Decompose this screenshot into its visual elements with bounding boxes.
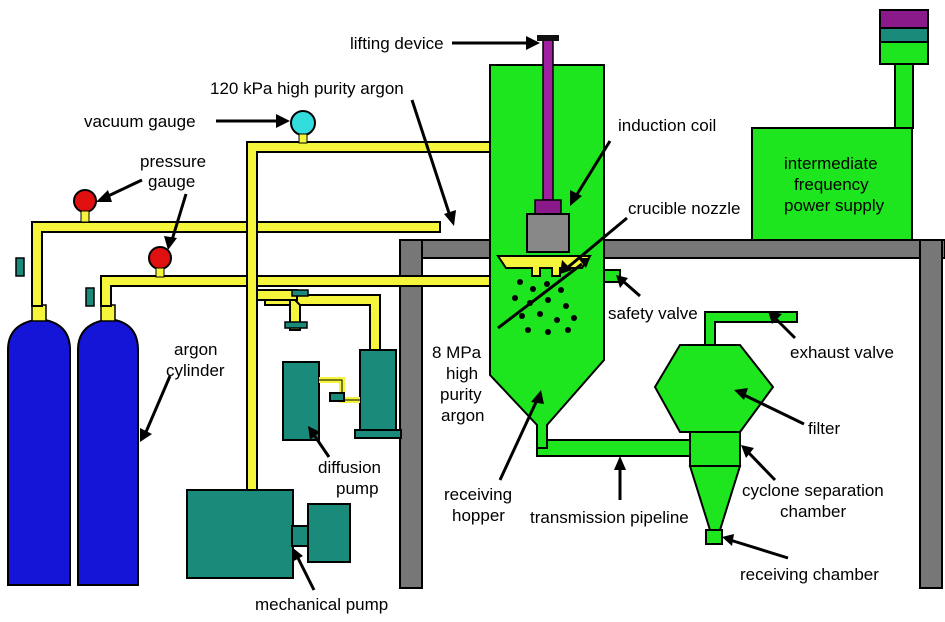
- cylinder-valves: [15, 257, 309, 329]
- label-argon-8mpa-line2: high: [446, 364, 478, 383]
- label-vacuum-gauge: vacuum gauge: [84, 112, 196, 131]
- argon-cylinder-right: [77, 304, 139, 586]
- label-receiving-hopper-line2: hopper: [452, 506, 505, 525]
- mechanical-pump: [186, 489, 351, 579]
- gauges: [73, 110, 316, 278]
- label-diffusion-pump-line1: diffusion: [318, 458, 381, 477]
- label-arrows: [105, 41, 805, 591]
- label-argon-8mpa-line1: 8 MPa: [432, 343, 482, 362]
- label-argon-120kpa: 120 kPa high purity argon: [210, 79, 404, 98]
- label-argon-cylinder-line1: argon: [174, 340, 217, 359]
- argon-cylinder-left: [7, 304, 71, 586]
- label-receiving-hopper-line1: receiving: [444, 485, 512, 504]
- label-diffusion-pump-line2: pump: [336, 479, 379, 498]
- label-cyclone-line1: cyclone separation: [742, 481, 884, 500]
- label-transmission-pipeline: transmission pipeline: [530, 508, 689, 527]
- label-filter: filter: [808, 419, 840, 438]
- label-pressure-gauge-line1: pressure: [140, 152, 206, 171]
- label-receiving-chamber: receiving chamber: [740, 565, 879, 584]
- atomization-chamber: [489, 35, 621, 449]
- label-power-supply-line2: frequency: [794, 175, 869, 194]
- arrow-heads: [96, 36, 782, 562]
- pressure-gauge-icon-lower: [148, 246, 172, 270]
- label-cyclone-line2: chamber: [780, 502, 846, 521]
- transmission-pipeline: [536, 439, 691, 457]
- label-crucible-nozzle: crucible nozzle: [628, 199, 740, 218]
- label-exhaust-valve: exhaust valve: [790, 343, 894, 362]
- label-induction-coil: induction coil: [618, 116, 716, 135]
- label-power-supply-line3: power supply: [784, 196, 885, 215]
- label-argon-cylinder-line2: cylinder: [166, 361, 225, 380]
- power-supply: [751, 9, 929, 241]
- label-pressure-gauge-line2: gauge: [148, 172, 195, 191]
- label-argon-8mpa-line4: argon: [441, 406, 484, 425]
- vacuum-gauge-icon: [290, 110, 316, 136]
- pressure-gauge-icon-upper: [73, 189, 97, 213]
- metal-droplets: [512, 279, 577, 335]
- label-power-supply-line1: intermediate: [784, 154, 878, 173]
- label-mechanical-pump: mechanical pump: [255, 595, 388, 614]
- diffusion-pump: [282, 349, 402, 441]
- label-argon-8mpa-line3: purity: [440, 385, 482, 404]
- label-lifting-device: lifting device: [350, 34, 444, 53]
- label-safety-valve: safety valve: [608, 304, 698, 323]
